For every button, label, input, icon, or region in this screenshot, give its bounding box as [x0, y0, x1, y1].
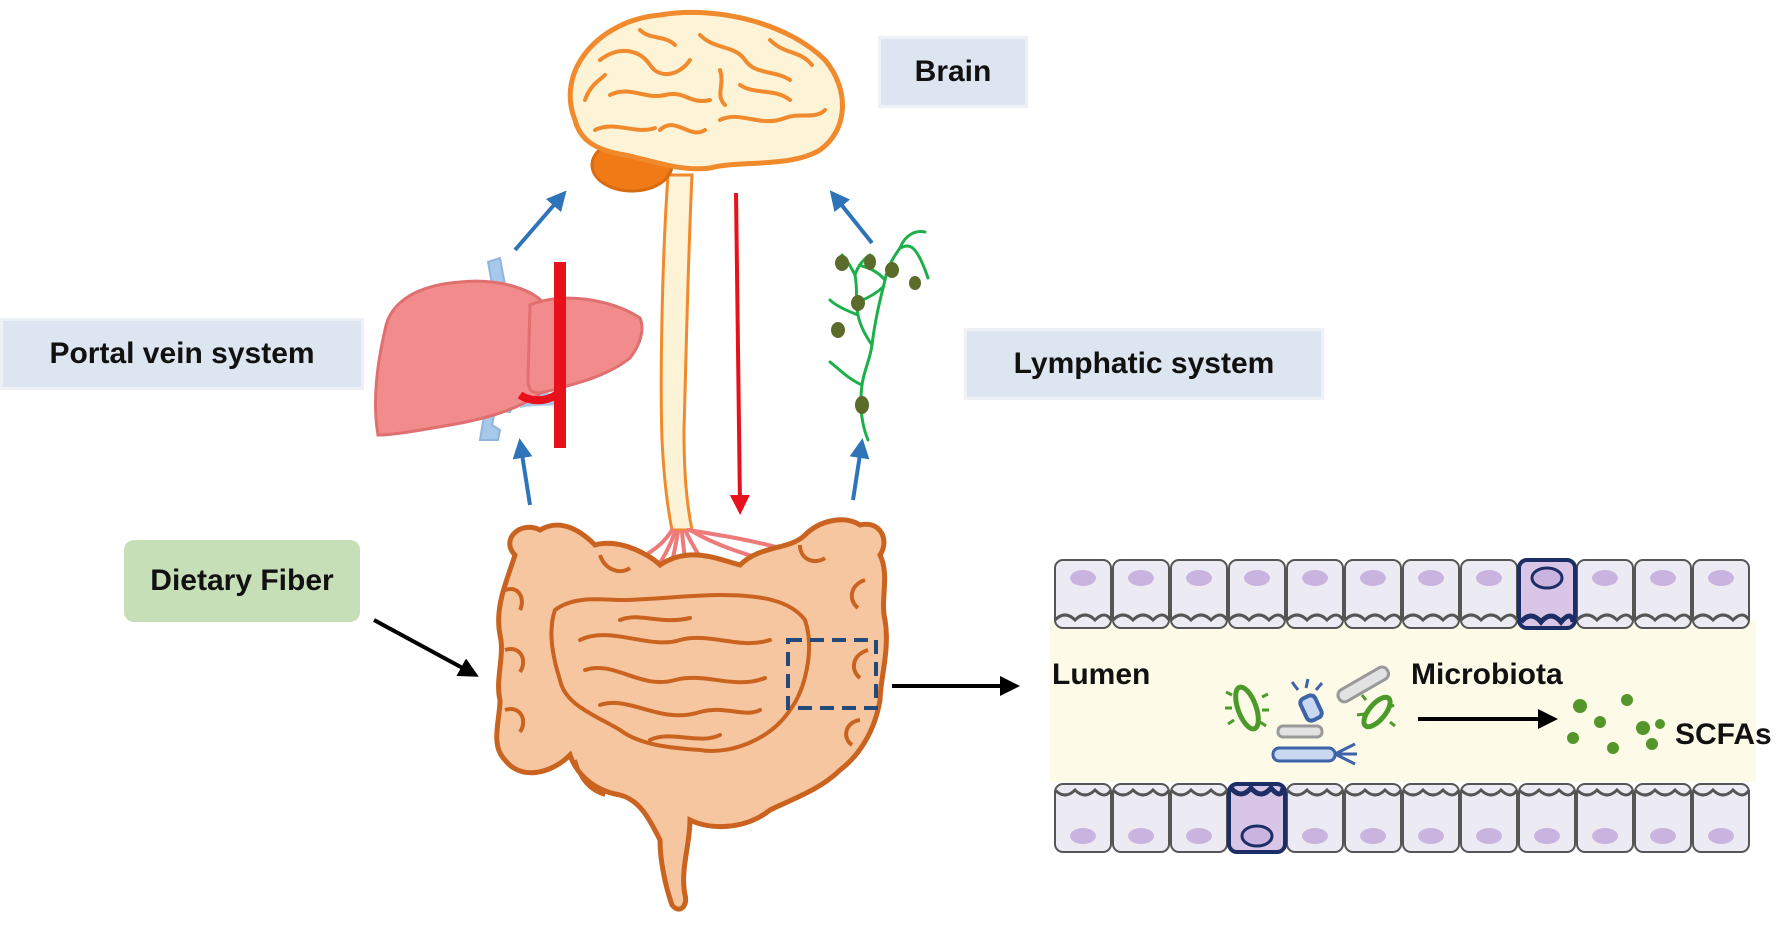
haustra [504, 544, 869, 747]
liver-left-lobe [374, 279, 547, 437]
scfa-particles [1567, 694, 1665, 754]
arrow-gut-to-lymph [849, 438, 870, 501]
bacterium-grey-1 [1336, 665, 1391, 704]
epithelium-bottom [1053, 782, 1751, 854]
small-intestine-loops [578, 615, 772, 742]
arrow-lymph-to-brain [829, 190, 874, 245]
intestine-illustration [494, 517, 889, 912]
lymphatic-system-label: Lymphatic system [964, 328, 1324, 400]
brain-gyri [583, 28, 827, 135]
bacterium-green-2 [1356, 694, 1396, 730]
microbiota-label: Microbiota [1411, 658, 1563, 691]
arrow-gut-to-liver [512, 438, 533, 506]
lumen-illustration [1050, 558, 1756, 854]
dietary-fiber-label: Dietary Fiber [124, 540, 360, 622]
epithelium-top [1053, 558, 1751, 630]
cerebrum [567, 10, 845, 172]
spinal-cord [659, 173, 694, 532]
lumen-label: Lumen [1052, 658, 1151, 691]
hepatic-artery [554, 262, 566, 448]
bacterium-green-1 [1225, 684, 1269, 732]
liver-illustration [374, 256, 644, 448]
bacterium-blue-1 [1298, 693, 1324, 723]
portal-vein-system-label: Portal vein system [0, 318, 364, 390]
brain-to-gut-arrow [729, 192, 750, 515]
arrow-fiber-to-gut [373, 618, 479, 677]
lymph-nodes [831, 254, 921, 414]
zoom-region-box [786, 638, 878, 710]
lumen-channel [1050, 620, 1756, 782]
bacterium-grey-2 [1276, 724, 1324, 739]
scfas-label: SCFAs [1675, 718, 1772, 751]
liver-right-lobe [526, 296, 644, 395]
appendix [573, 759, 606, 797]
brain-illustration [567, 10, 845, 532]
lymphatic-illustration [828, 230, 930, 442]
arrow-liver-to-brain [513, 190, 567, 252]
brain-label: Brain [878, 36, 1028, 108]
bacteria-cluster [1225, 665, 1396, 766]
bacterium-blue-2 [1271, 746, 1337, 763]
